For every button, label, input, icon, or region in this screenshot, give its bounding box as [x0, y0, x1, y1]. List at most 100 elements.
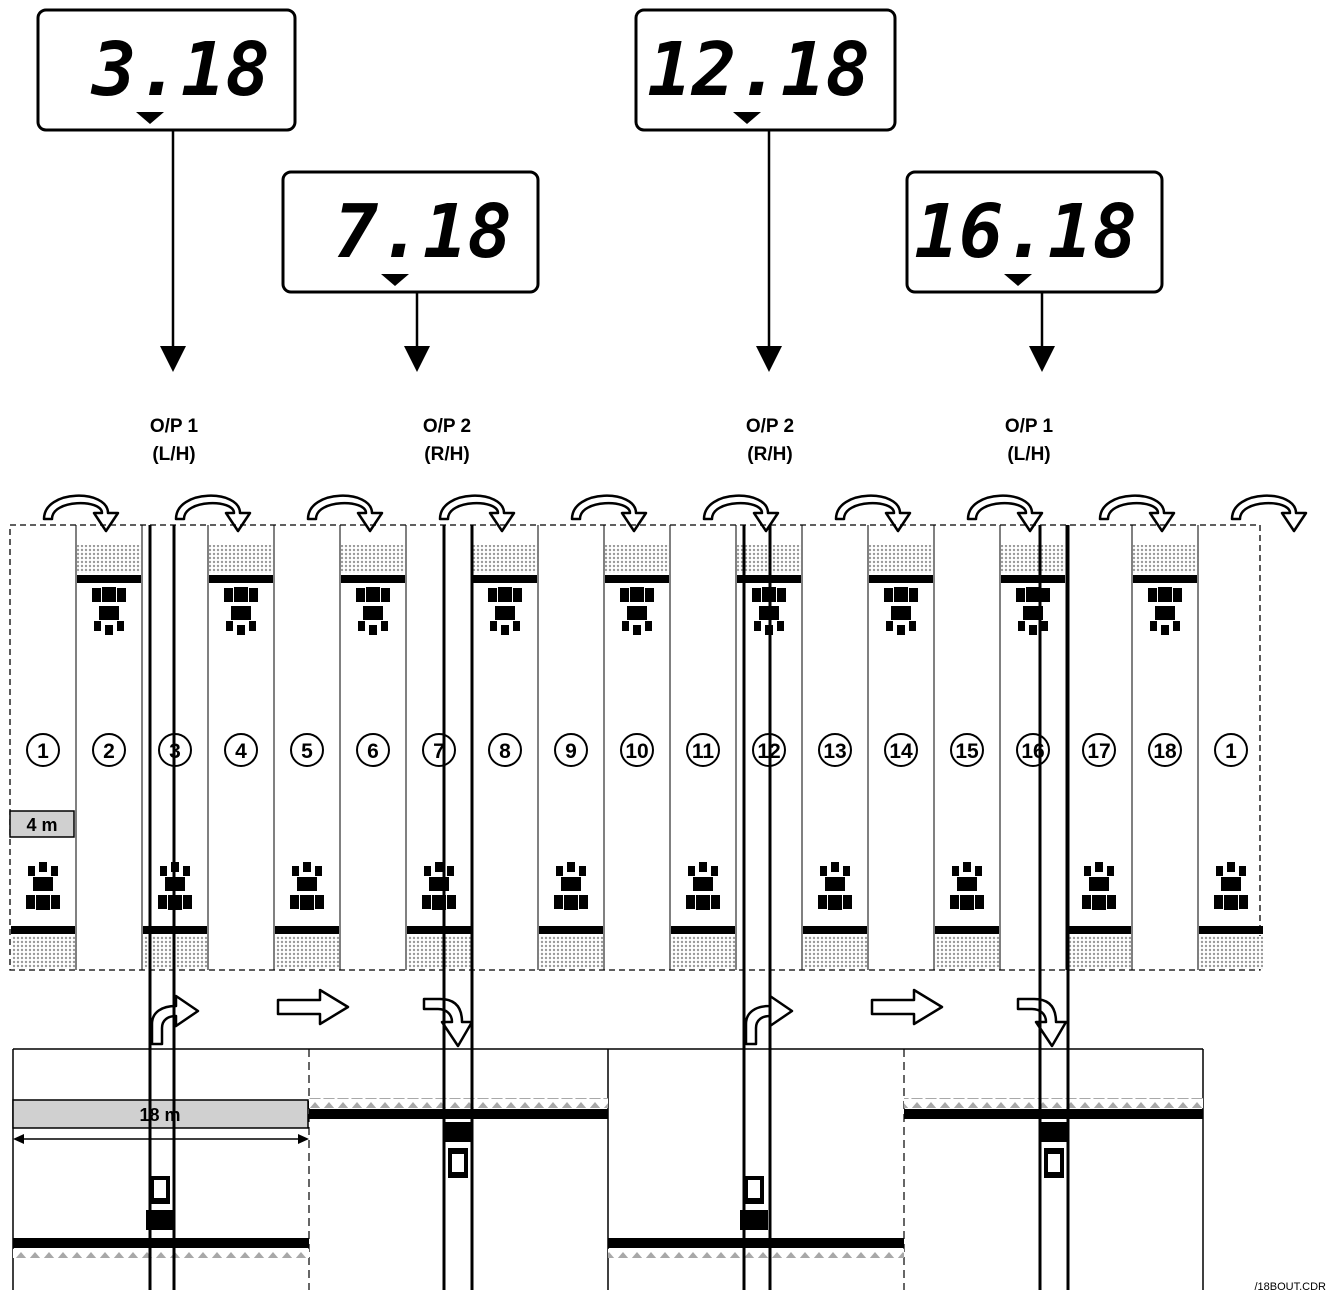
headland-strip	[209, 545, 273, 573]
bout-number: 17	[1087, 740, 1110, 763]
bout-strip: 13	[801, 525, 867, 970]
u-turn-arrow-icon	[702, 494, 780, 533]
tractor-icon	[686, 862, 720, 910]
output-label: O/P 2	[423, 416, 471, 437]
headland-strip	[341, 545, 405, 573]
bout-number: 8	[499, 740, 511, 763]
bout-strip: 14	[867, 525, 933, 970]
drill-bar	[11, 926, 75, 934]
bout-number: 7	[433, 740, 445, 763]
output-side: (L/H)	[152, 444, 195, 465]
sprayer-tractor-icon	[1040, 1122, 1068, 1178]
bout-width-label: 4 m	[26, 815, 57, 835]
u-turn-arrow-icon	[438, 494, 516, 533]
bout-number: 5	[301, 740, 313, 763]
output-label: O/P 1	[1005, 416, 1054, 437]
drill-bar	[869, 575, 933, 583]
u-turn-arrow-icon	[1230, 494, 1308, 533]
direction-arrows	[150, 988, 1068, 1048]
tractor-icon	[1148, 587, 1182, 635]
bout-number: 6	[367, 740, 379, 763]
tractor-icon	[1016, 587, 1050, 635]
display-12-18: 12.18	[634, 8, 897, 132]
headland-strip	[1067, 936, 1131, 969]
headland-strip	[77, 545, 141, 573]
headland-strip	[605, 545, 669, 573]
boom-bar	[904, 1109, 1203, 1119]
pointer-icon	[136, 112, 164, 124]
bout-number: 2	[103, 740, 115, 763]
u-turn-arrow-icon	[174, 494, 252, 533]
bout-strip: 16	[999, 525, 1065, 970]
tractor-icon	[1214, 862, 1248, 910]
output-side: (R/H)	[424, 444, 469, 465]
sprayer-tractor-icon	[146, 1176, 174, 1230]
bout-number: 9	[565, 740, 577, 763]
turn-down-arrow-icon	[1016, 997, 1068, 1048]
bout-number-circle	[290, 733, 324, 767]
bout-strip: 17	[1065, 525, 1131, 970]
output-side: (R/H)	[747, 444, 792, 465]
bout-number: 1	[1225, 740, 1237, 763]
bout-number-circle	[554, 733, 588, 767]
display-value: 7.18	[334, 189, 512, 275]
tractor-icon	[224, 587, 258, 635]
drill-bar	[407, 926, 471, 934]
sprayer-tractor-icon	[444, 1122, 472, 1178]
bout-number-circle	[686, 733, 720, 767]
headland-strip	[407, 936, 471, 969]
turn-up-arrow-icon	[150, 994, 200, 1046]
tractor-icon	[290, 862, 324, 910]
bout-number-circle	[950, 733, 984, 767]
tractor-icon	[620, 587, 654, 635]
tractor-icon	[1082, 862, 1116, 910]
bout-number-circle	[1082, 733, 1116, 767]
bout-strip: 6	[339, 525, 405, 970]
tractor-icon	[356, 587, 390, 635]
drill-bar	[1067, 926, 1131, 934]
tractor-icon	[818, 862, 852, 910]
turn-down-arrow-icon	[422, 997, 474, 1048]
bout-strip: 5	[273, 525, 339, 970]
bout-number: 14	[889, 740, 913, 763]
drill-bar	[1001, 575, 1065, 583]
headland-strip	[869, 545, 933, 573]
bout-strip: 15	[933, 525, 999, 970]
drill-bar	[77, 575, 141, 583]
bout-number-circle	[884, 733, 918, 767]
tractor-icon	[92, 587, 126, 635]
drill-bar	[605, 575, 669, 583]
tramline-tracks	[148, 525, 1070, 1290]
headland-strip	[1001, 545, 1065, 573]
drill-bar	[1133, 575, 1197, 583]
bout-number-circle	[92, 733, 126, 767]
headland-strip	[935, 936, 999, 969]
bout-strip: 8	[471, 525, 537, 970]
bout-number: 4	[235, 740, 247, 763]
headland-strip	[1199, 936, 1263, 969]
boom-sections: 18 m	[12, 1048, 1204, 1290]
output-label: O/P 2	[746, 416, 794, 437]
output-labels: O/P 1 (L/H) O/P 2 (R/H) O/P 2 (R/H) O/P …	[150, 416, 1054, 465]
bout-strip: 1	[11, 733, 75, 969]
boom-bar	[608, 1238, 904, 1248]
field-border	[9, 524, 1261, 971]
drill-bar	[539, 926, 603, 934]
bout-number-circle	[488, 733, 522, 767]
tractor-icon	[554, 862, 588, 910]
output-side: (L/H)	[1007, 444, 1050, 465]
u-turn-arrow-icon	[1098, 494, 1176, 533]
leader-arrows	[160, 130, 1055, 372]
bout-strip: 9	[537, 525, 603, 970]
display-16-18: 16.18	[905, 170, 1164, 294]
drill-bar	[935, 926, 999, 934]
figure-reference: /18BOUT.CDR	[1254, 1281, 1326, 1293]
bout-number: 11	[692, 740, 715, 763]
drill-bar	[1199, 926, 1263, 934]
bout-strip: 10	[603, 525, 669, 970]
u-turn-arrow-icon	[570, 494, 648, 533]
u-turn-arrow-icon	[42, 494, 120, 533]
display-value: 16.18	[914, 189, 1137, 275]
boom-width-tag	[12, 1099, 309, 1129]
